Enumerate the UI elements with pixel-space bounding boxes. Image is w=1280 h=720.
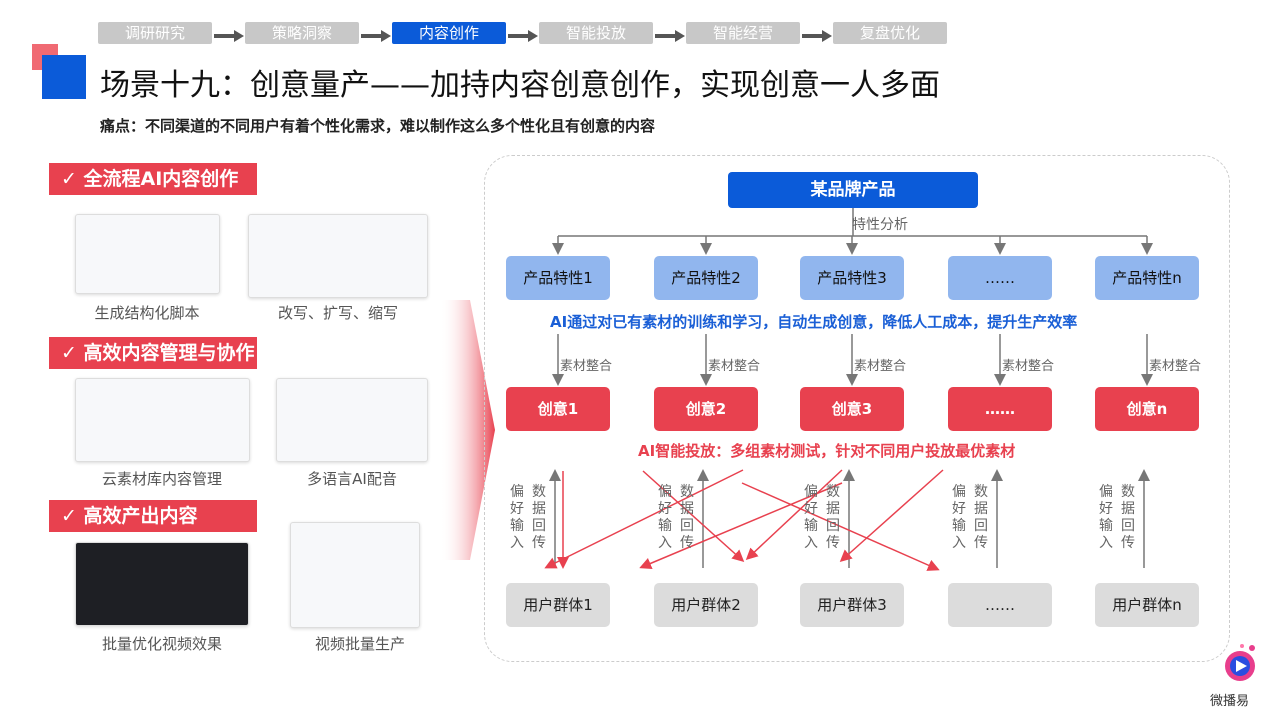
feature-box: 产品特性1 bbox=[506, 256, 610, 300]
caption: 生成结构化脚本 bbox=[94, 304, 200, 322]
step-arrow-icon bbox=[508, 27, 538, 42]
user-group-box: …… bbox=[948, 583, 1052, 627]
step-arrow-icon bbox=[214, 27, 244, 42]
caption: 云素材库内容管理 bbox=[101, 470, 222, 488]
vertical-label: 偏好输入 bbox=[510, 484, 524, 551]
integrate-label: 素材整合 bbox=[708, 359, 761, 374]
step-0: 调研研究 bbox=[98, 22, 212, 44]
analysis-label: 特性分析 bbox=[852, 217, 908, 233]
user-group-box: 用户群体n bbox=[1095, 583, 1199, 627]
title-accent-blue bbox=[42, 55, 86, 99]
page-title: 场景十九：创意量产——加持内容创意创作，实现创意一人多面 bbox=[100, 68, 940, 103]
brand-name: 微播易 bbox=[1210, 694, 1250, 709]
root-product: 某品牌产品 bbox=[728, 172, 978, 208]
connector-line bbox=[642, 470, 745, 563]
thumbnail-script bbox=[75, 214, 220, 294]
creative-box: 创意3 bbox=[800, 387, 904, 431]
feature-box: …… bbox=[948, 256, 1052, 300]
brand-logo-icon bbox=[1222, 642, 1262, 686]
user-group-box: 用户群体1 bbox=[506, 583, 610, 627]
connector-line bbox=[741, 482, 940, 571]
creative-box: 创意2 bbox=[654, 387, 758, 431]
vertical-label: 数据回传 bbox=[680, 484, 694, 551]
integrate-label: 素材整合 bbox=[560, 359, 613, 374]
thumbnail-batch bbox=[290, 522, 420, 628]
connector-line bbox=[839, 469, 944, 562]
vertical-label: 偏好输入 bbox=[658, 484, 672, 551]
thumbnail-dubbing bbox=[276, 378, 428, 462]
step-4: 智能经营 bbox=[686, 22, 800, 44]
caption: 改写、扩写、缩写 bbox=[277, 304, 398, 322]
vertical-label: 数据回传 bbox=[974, 484, 988, 551]
creative-box: 创意n bbox=[1095, 387, 1199, 431]
step-3: 智能投放 bbox=[539, 22, 653, 44]
creative-box: …… bbox=[948, 387, 1052, 431]
integrate-label: 素材整合 bbox=[1149, 359, 1202, 374]
integrate-label: 素材整合 bbox=[854, 359, 907, 374]
connector-line bbox=[544, 469, 744, 569]
step-arrow-icon bbox=[655, 27, 685, 42]
feature-box: 产品特性3 bbox=[800, 256, 904, 300]
delivery-note: AI智能投放：多组素材测试，针对不同用户投放最优素材 bbox=[638, 442, 1016, 460]
integrate-label: 素材整合 bbox=[1002, 359, 1055, 374]
step-arrow-icon bbox=[802, 27, 832, 42]
step-1: 策略洞察 bbox=[245, 22, 359, 44]
step-arrow-icon bbox=[361, 27, 391, 42]
feature-box: 产品特性2 bbox=[654, 256, 758, 300]
thumbnail-library bbox=[75, 378, 250, 462]
connector-line bbox=[745, 469, 843, 561]
user-group-box: 用户群体2 bbox=[654, 583, 758, 627]
thumbnail-video-editor bbox=[75, 542, 249, 626]
section-banner: ✓ 高效内容管理与协作 bbox=[49, 337, 257, 369]
pain-point: 痛点：不同渠道的不同用户有着个性化需求，难以制作这么多个性化且有创意的内容 bbox=[100, 117, 656, 135]
caption: 批量优化视频效果 bbox=[101, 635, 222, 653]
feature-box: 产品特性n bbox=[1095, 256, 1199, 300]
vertical-label: 偏好输入 bbox=[804, 484, 818, 551]
section-banner: ✓ 高效产出内容 bbox=[49, 500, 257, 532]
caption: 多语言AI配音 bbox=[307, 470, 397, 488]
caption: 视频批量生产 bbox=[314, 635, 405, 653]
step-5: 复盘优化 bbox=[833, 22, 947, 44]
vertical-label: 数据回传 bbox=[1121, 484, 1135, 551]
creative-box: 创意1 bbox=[506, 387, 610, 431]
vertical-label: 偏好输入 bbox=[1099, 484, 1113, 551]
thumbnail-rewrite bbox=[248, 214, 428, 298]
vertical-label: 偏好输入 bbox=[952, 484, 966, 551]
step-2: 内容创作 bbox=[392, 22, 506, 44]
section-banner: ✓ 全流程AI内容创作 bbox=[49, 163, 257, 195]
big-arrow bbox=[440, 300, 495, 560]
diagram-panel bbox=[484, 155, 1230, 662]
connector-line bbox=[639, 482, 843, 570]
vertical-label: 数据回传 bbox=[532, 484, 546, 551]
ai-note: AI通过对已有素材的训练和学习，自动生成创意，降低人工成本，提升生产效率 bbox=[550, 313, 1078, 331]
user-group-box: 用户群体3 bbox=[800, 583, 904, 627]
vertical-label: 数据回传 bbox=[826, 484, 840, 551]
